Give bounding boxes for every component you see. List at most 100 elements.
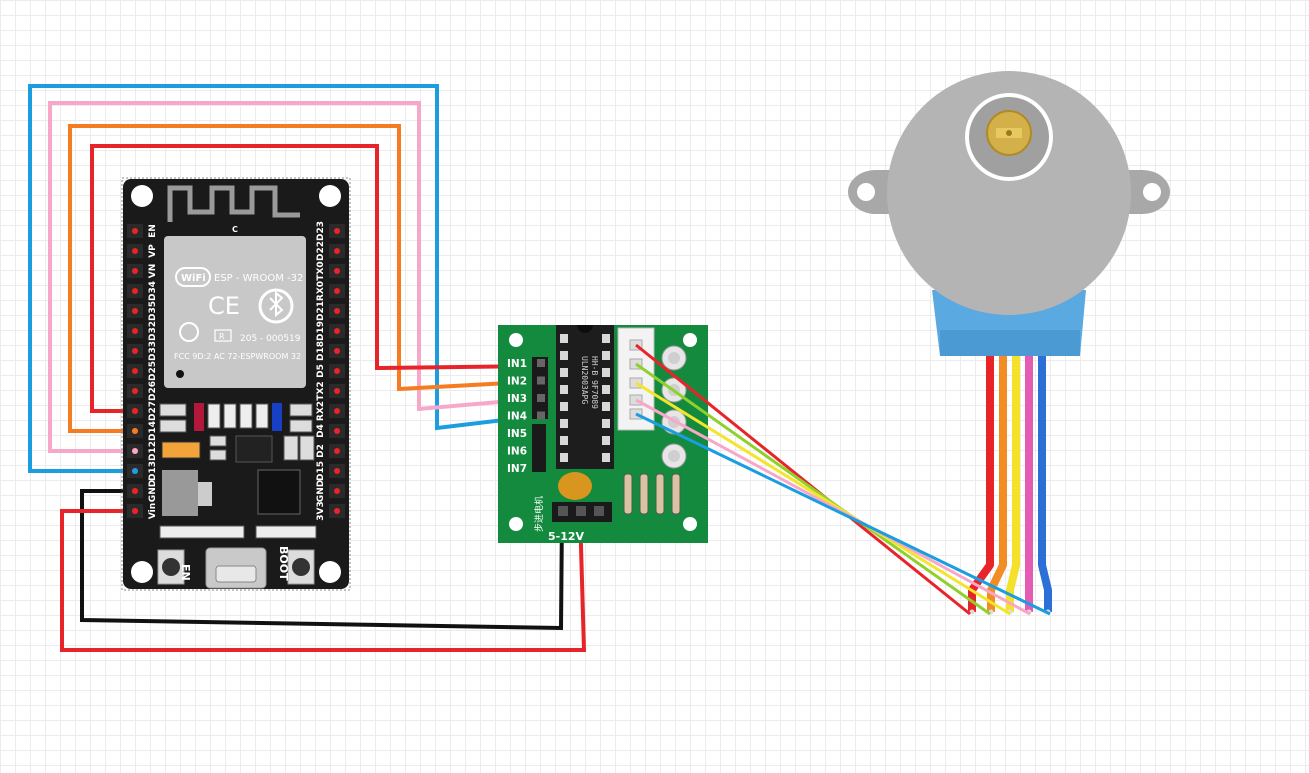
chip-pin [560,436,568,445]
header-pin-contact [334,348,340,354]
tantalum-capacitor [161,441,201,459]
header-pin-contact [334,308,340,314]
ams1117-regulator [162,470,198,516]
chip-pin [560,385,568,394]
right-pin-label: D5 [316,364,326,378]
right-pin-label: D22 [316,241,326,261]
right-pin-label: TX0 [316,261,326,280]
resistors [623,473,681,515]
right-pin-label: D2 [316,444,326,458]
motor-lead [1038,356,1052,612]
right-pin-label: RX0 [316,281,326,301]
boot-button-label: BOOT [277,546,290,581]
right-pin-label: D18 [316,341,326,361]
left-pin-label: D12 [148,441,158,461]
mount-hole [319,185,341,207]
header-pin-contact [334,368,340,374]
wire-gnd-black [80,489,564,631]
chip-pin [602,351,610,360]
r-mark-box [214,329,232,342]
wire-motor-yellow [635,381,1011,616]
wire-vin-red [60,509,587,652]
chip-pin [602,334,610,343]
right-pin-label: D21 [316,301,326,321]
left-pin-label: D35 [148,301,158,321]
micro-usb-socket [215,565,257,583]
right-pin-label: 3V3 [316,501,326,521]
header-pin-contact [334,468,340,474]
red-led [194,403,204,431]
r-mark: R [219,332,225,341]
chip-pin [602,453,610,462]
left-pin-label: D26 [148,381,158,401]
input-pin [537,376,545,385]
left-pin-label: D33 [148,341,158,361]
pin1-dot [176,370,184,378]
fcc-line: FCC 9D:2 AC 72-ESPWROOM 32 [174,352,301,361]
left-pin-label: D13 [148,461,158,481]
smd-components [159,403,317,539]
module-name: ESP - WROOM -32 [214,273,303,284]
left-pin-labels: ENVPVND34D35D32D33D25D26D27D14D12D13GNDV… [148,224,158,519]
chip-pins [560,334,610,462]
right-pin-label: GND [316,480,326,502]
header-pin-contact [132,368,138,374]
chip-pin [602,368,610,377]
motor-body [887,71,1131,315]
mount-hole [683,517,697,531]
wire-d27-in1-red [90,144,546,413]
header-pin-contact [132,248,138,254]
right-pin-label: RX2 [316,401,326,421]
chip-text-1: ULN2003APG [580,356,589,404]
header-pin-contact [334,508,340,514]
chip-pin [560,419,568,428]
motor-lead-tip [969,609,975,615]
bluetooth-icon [258,288,294,324]
right-pin-header [329,224,345,518]
header-pin-contact [334,448,340,454]
input-pin [537,359,545,367]
chip-notch [577,325,593,333]
chip-pin [602,436,610,445]
board-outline [121,177,351,591]
header-pin-contact [132,268,138,274]
motor-leads [968,356,1052,615]
wire-motor-red [635,343,971,616]
header-pin-contact [132,328,138,334]
mount-hole [319,561,341,583]
chip-pin [560,334,568,343]
esp32-board: C WiFi ESP - WROOM -32 CE R 205 - 000519… [121,177,351,591]
right-pin-labels: D23D22TX0RX0D21D19D18D5TX2RX2D4D2D15GND3… [316,221,326,521]
chip-pin [560,351,568,360]
motor-wires [635,343,1051,616]
wire-endpoints [132,408,138,514]
antenna-trace [167,185,300,222]
stepper-motor-28byj48 [848,71,1170,615]
blue-led [272,403,282,431]
mount-ear-hole [1143,183,1161,201]
left-pin-label: Vin [148,503,158,519]
left-pin-label: GND [148,480,158,502]
ceramic-capacitor [558,472,592,500]
chip-pin [560,368,568,377]
right-pin-label: TX2 [316,381,326,400]
wroom-module [164,236,306,388]
left-pin-label: D14 [148,421,158,441]
header-pin-contact [132,308,138,314]
header-pin-contact [334,248,340,254]
header-pin-contact [334,488,340,494]
en-button-cap [162,558,180,576]
wire-d13-in4-blue [28,84,546,473]
ce-mark: CE [208,292,240,320]
side-label: 步进电机 [533,496,545,532]
left-pin-label: D27 [148,401,158,421]
header-pin-contact [334,328,340,334]
wire-d14-in2-orange [68,124,546,433]
header-pin-contact [334,428,340,434]
regulator-chip [235,435,273,463]
chip-pin [560,453,568,462]
header-pin-contact [334,228,340,234]
mount-hole [131,561,153,583]
input-label: IN4 [507,411,527,423]
